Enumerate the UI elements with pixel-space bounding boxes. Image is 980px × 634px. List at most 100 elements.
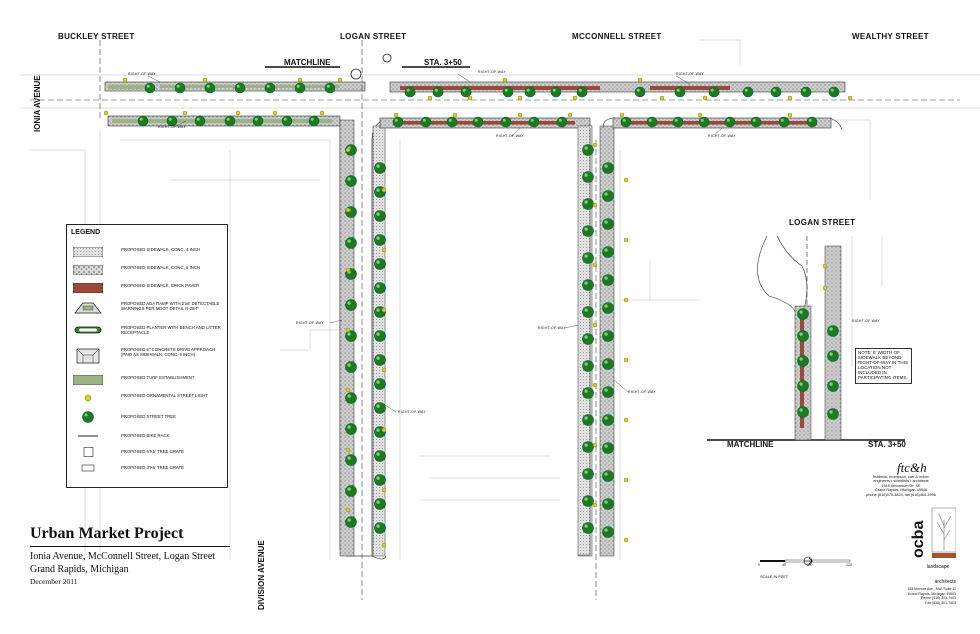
row-callout: RIGHT-OF-WAY [538, 326, 566, 330]
tree-highlight [604, 192, 608, 196]
street-tree-icon [582, 495, 594, 507]
street-light-icon [592, 322, 598, 328]
row-callout: RIGHT-OF-WAY [478, 70, 506, 74]
tree-highlight [310, 117, 314, 121]
tree-highlight [744, 88, 748, 92]
street-light-icon [345, 207, 351, 213]
street-label-buckley: BUCKLEY STREET [58, 32, 135, 41]
tree-highlight [604, 416, 608, 420]
street-light-icon [623, 357, 629, 363]
street-light-icon [452, 112, 458, 118]
street-trees [137, 82, 840, 538]
tree-highlight [526, 88, 530, 92]
legend-label: PROPOSED PLANTER WITH BENCH AND LITTER R… [121, 325, 221, 336]
street-tree-icon [194, 115, 206, 127]
street-tree-icon [827, 325, 839, 337]
street-tree-icon [324, 82, 336, 94]
street-light-icon [345, 327, 351, 333]
street-tree-icon [345, 485, 357, 497]
ftch-address: 1515 Arboretum Dr. SE [881, 483, 921, 488]
street-tree-icon [602, 442, 614, 454]
street-tree-icon [524, 86, 536, 98]
street-tree-icon [602, 246, 614, 258]
ocba-logo: ocba landscape [910, 507, 956, 570]
tree-highlight [326, 84, 330, 88]
ftch-phone: phone (616)575-3824, fax (616)464-3996 [866, 492, 936, 497]
street-tree-icon [374, 258, 386, 270]
street-light-icon [345, 147, 351, 153]
tree-highlight [347, 332, 351, 336]
legend-title: LEGEND [71, 229, 101, 236]
street-tree-icon [674, 86, 686, 98]
legend-label: PROPOSED ORNAMENTAL STREET LIGHT [121, 393, 208, 398]
logan-street-inset [757, 235, 883, 441]
drive-approach-icon [76, 348, 100, 364]
tree-highlight [168, 117, 172, 121]
scale-tick: 0 [758, 563, 760, 567]
tree-highlight [448, 118, 452, 122]
street-label-mcconnell: MCCONNELL STREET [572, 32, 662, 41]
scale-tick: 80 [807, 563, 811, 567]
street-tree-icon [404, 86, 416, 98]
ftch-logo: ftc&h [897, 460, 927, 475]
street-tree-icon [827, 408, 839, 420]
legend-label: PROPOSED STREET TREE [121, 414, 176, 419]
tree-highlight [584, 470, 588, 474]
row-callout: RIGHT-OF-WAY [398, 410, 426, 414]
row-callout: RIGHT-OF-WAY [676, 72, 704, 76]
street-tree-icon [582, 441, 594, 453]
tree-highlight [296, 84, 300, 88]
street-tree-icon [294, 82, 306, 94]
street-light-icon [623, 537, 629, 543]
street-tree-icon [82, 411, 94, 423]
street-tree-icon [582, 468, 594, 480]
tree-highlight [604, 388, 608, 392]
street-light-icon [381, 247, 387, 253]
tree-highlight [584, 227, 588, 231]
tree-highlight [376, 380, 380, 384]
tree-highlight [604, 528, 608, 532]
street-tree-icon [420, 116, 432, 128]
tree-highlight [502, 118, 506, 122]
street-tree-icon [646, 116, 658, 128]
tree-highlight [266, 84, 270, 88]
street-light-icon [345, 387, 351, 393]
street-tree-icon [602, 330, 614, 342]
tree-highlight [347, 394, 351, 398]
street-light-icon [235, 110, 241, 116]
street-tree-icon [374, 282, 386, 294]
tree-highlight [584, 200, 588, 204]
tree-highlight [139, 117, 143, 121]
street-tree-icon [582, 360, 594, 372]
tree-highlight [176, 84, 180, 88]
tree-highlight [376, 236, 380, 240]
tree-highlight [772, 88, 776, 92]
sidewalk-4in-swatch [73, 247, 103, 257]
tree-highlight [604, 164, 608, 168]
street-tree-icon [797, 308, 809, 320]
street-tree-icon [602, 218, 614, 230]
tree-highlight [347, 425, 351, 429]
tree-highlight [376, 428, 380, 432]
scale-bar [760, 556, 851, 566]
ocba-fax: Fax (616) 301-7403 [925, 600, 956, 605]
tree-highlight [604, 220, 608, 224]
street-tree-icon [500, 116, 512, 128]
tree-highlight [584, 335, 588, 339]
street-light-icon [381, 427, 387, 433]
street-tree-icon [234, 82, 246, 94]
tree-highlight [780, 118, 784, 122]
street-tree-icon [582, 522, 594, 534]
street-light-icon [822, 285, 828, 291]
row-callout: RIGHT-OF-WAY [158, 125, 186, 129]
street-light-icon [659, 95, 665, 101]
planter-icon [74, 326, 102, 334]
street-tree-icon [582, 306, 594, 318]
street-light-icon [847, 95, 853, 101]
tree-highlight [347, 363, 351, 367]
tree-highlight [347, 177, 351, 181]
inset-title: LOGAN STREET [789, 218, 856, 227]
tree-highlight [347, 301, 351, 305]
street-light-icon [787, 95, 793, 101]
tree-highlight [347, 239, 351, 243]
